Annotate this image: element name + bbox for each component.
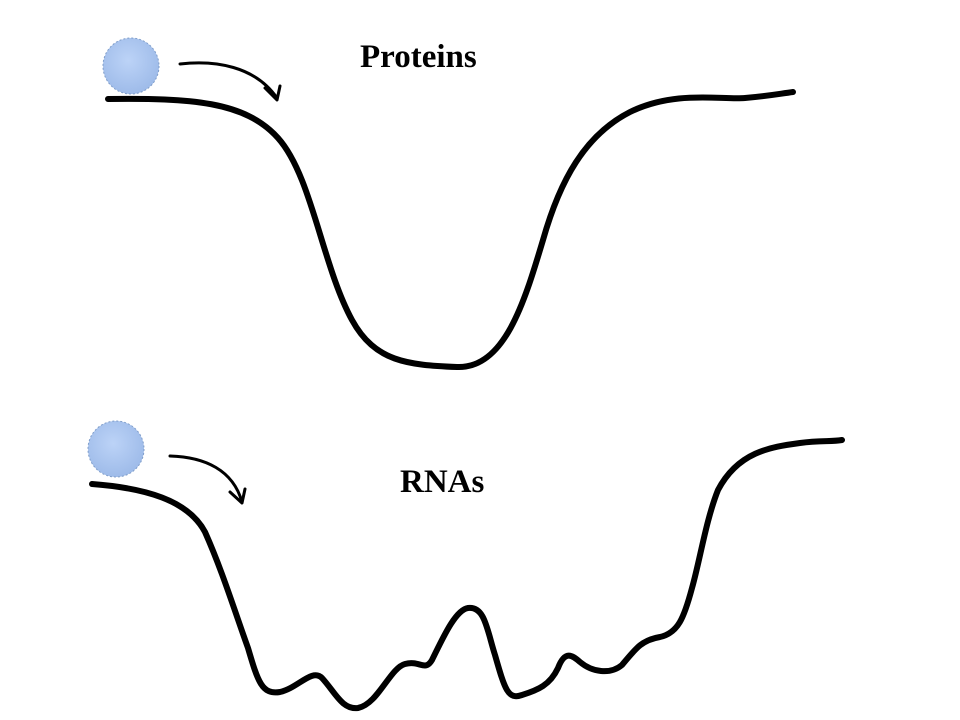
rna-energy-landscape bbox=[89, 437, 845, 712]
rna-ball bbox=[87, 420, 145, 478]
protein-ball bbox=[102, 37, 160, 95]
protein-energy-landscape bbox=[105, 89, 796, 371]
rnas-label: RNAs bbox=[400, 464, 484, 500]
proteins-label: Proteins bbox=[360, 39, 477, 75]
rnas-panel: RNAs bbox=[87, 420, 845, 712]
rna-arrow bbox=[168, 454, 247, 505]
proteins-panel: Proteins bbox=[102, 37, 796, 371]
protein-arrow bbox=[178, 61, 282, 102]
